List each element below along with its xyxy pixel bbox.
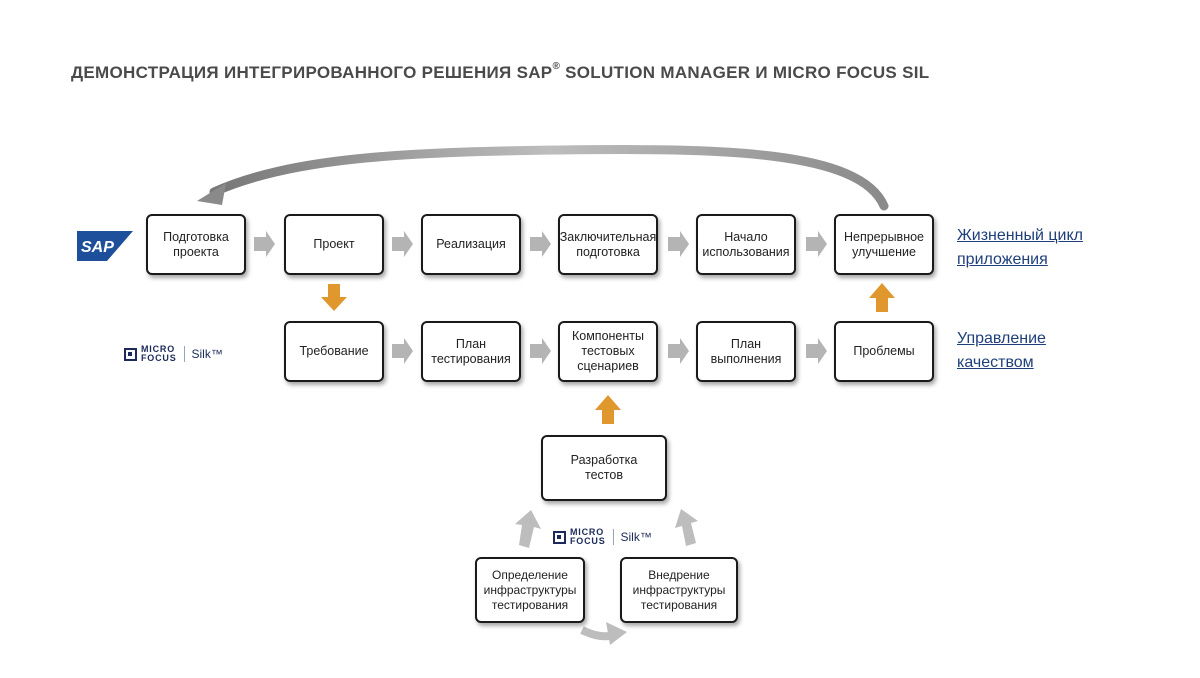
- quality-step-execution-plan: План выполнения: [696, 321, 796, 382]
- quality-step-test-plan: План тестирования: [421, 321, 521, 382]
- test-infrastructure-definition-box: Определение инфраструктуры тестирования: [475, 557, 585, 623]
- quality-step-requirement: Требование: [284, 321, 384, 382]
- top-row-arrows: [254, 231, 827, 257]
- quality-step-test-components: Компоненты тестовых сценариев: [558, 321, 658, 382]
- orange-arrow-down: [321, 284, 347, 311]
- gray-arrow: [392, 338, 413, 364]
- logo-separator: [183, 346, 185, 362]
- sap-logo-text: SAP: [81, 239, 114, 256]
- gray-arrow: [668, 231, 689, 257]
- application-lifecycle-link[interactable]: Жизненный цикл приложения: [957, 227, 1083, 268]
- focus-text: FOCUS: [141, 353, 177, 363]
- sap-logo: SAP: [77, 231, 133, 261]
- orange-arrows: [321, 283, 895, 424]
- micro-focus-silk-logo: MICRO FOCUS Silk™: [124, 345, 223, 363]
- quality-step-issues: Проблемы: [834, 321, 934, 382]
- test-infrastructure-deployment-box: Внедрение инфраструктуры тестирования: [620, 557, 738, 623]
- focus-text: FOCUS: [570, 536, 606, 546]
- silk-text: Silk™: [620, 530, 652, 544]
- return-arc-arrow: [209, 145, 889, 211]
- lifecycle-step-go-live: Начало использования: [696, 214, 796, 275]
- micro-focus-mark-icon: [124, 347, 137, 361]
- silk-text: Silk™: [191, 347, 223, 361]
- test-development-box: Разработка тестов: [541, 435, 667, 501]
- bottom-cycle-arrows: [515, 509, 698, 645]
- orange-arrow-up: [869, 283, 895, 312]
- lifecycle-step-project: Проект: [284, 214, 384, 275]
- page-title: ДЕМОНСТРАЦИЯ ИНТЕГРИРОВАННОГО РЕШЕНИЯ SA…: [71, 61, 930, 83]
- gray-arrow: [530, 231, 551, 257]
- micro-text: MICRO: [141, 344, 175, 354]
- micro-focus-wordmark: MICRO FOCUS: [570, 528, 606, 546]
- lifecycle-step-project-preparation: Подготовка проекта: [146, 214, 246, 275]
- gray-arrow: [806, 338, 827, 364]
- title-registered-mark: ®: [552, 61, 561, 72]
- gray-arrow: [254, 231, 275, 257]
- gray-arrow: [392, 231, 413, 257]
- gray-arrow: [806, 231, 827, 257]
- return-arc-arrowhead: [197, 183, 226, 205]
- lifecycle-step-realization: Реализация: [421, 214, 521, 275]
- gray-arrow-up-left: [515, 510, 541, 548]
- micro-focus-mark-icon: [553, 530, 566, 544]
- gray-arrow-curve-head: [606, 622, 627, 645]
- quality-management-link[interactable]: Управление качеством: [957, 330, 1046, 371]
- micro-text: MICRO: [570, 527, 604, 537]
- orange-arrow-up: [595, 395, 621, 424]
- title-text-rest: SOLUTION MANAGER И MICRO FOCUS SIL: [560, 63, 930, 82]
- lifecycle-step-final-preparation: Заключительная подготовка: [558, 214, 658, 275]
- second-row-arrows: [392, 338, 827, 364]
- gray-arrow: [668, 338, 689, 364]
- title-text: ДЕМОНСТРАЦИЯ ИНТЕГРИРОВАННОГО РЕШЕНИЯ SA…: [71, 63, 553, 82]
- logo-separator: [612, 529, 614, 545]
- gray-arrow: [530, 338, 551, 364]
- gray-arrow-up-right: [675, 509, 698, 546]
- micro-focus-wordmark: MICRO FOCUS: [141, 345, 177, 363]
- lifecycle-step-continuous-improvement: Непрерывное улучшение: [834, 214, 934, 275]
- micro-focus-silk-logo-bottom: MICRO FOCUS Silk™: [553, 528, 652, 546]
